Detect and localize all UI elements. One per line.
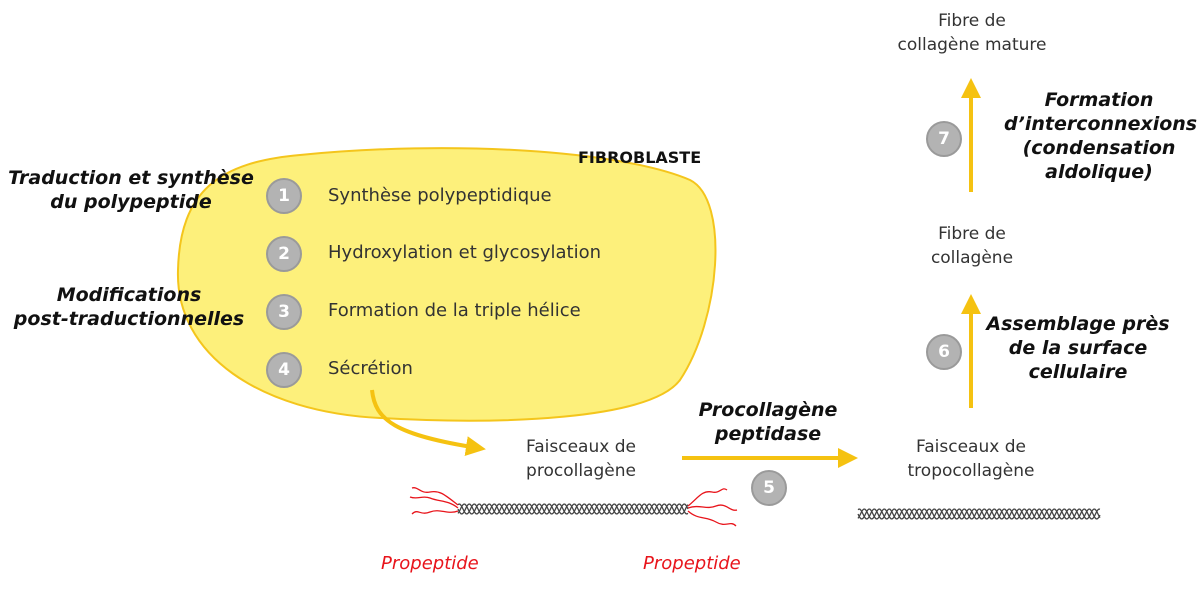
step-badge-2: 2 xyxy=(266,236,302,272)
tropocollagen-line-2: tropocollagène xyxy=(907,461,1035,481)
modifications-label-line-1: Modifications xyxy=(56,284,202,306)
assembly-label: Assemblage près de la surface cellulaire xyxy=(978,312,1178,384)
step-2-text: Hydroxylation et glycosylation xyxy=(328,242,601,263)
assembly-line-1: Assemblage près xyxy=(986,313,1170,335)
procollagen-line-1: Faisceaux de xyxy=(526,437,636,457)
propeptide-left-strands xyxy=(409,487,459,515)
procollagen-line-2: procollagène xyxy=(526,461,636,481)
translation-label-line-1: Traduction et synthèse xyxy=(8,167,254,189)
tropocollagen-helix xyxy=(857,508,1101,520)
step-badge-4: 4 xyxy=(266,352,302,388)
peptidase-label: Procollagène peptidase xyxy=(683,398,853,446)
secretion-arrow xyxy=(370,389,486,457)
crosslink-line-4: aldolique) xyxy=(1045,161,1153,183)
crosslink-line-2: d’interconnexions xyxy=(1004,113,1198,135)
collagen-fibre-label: Fibre de collagène xyxy=(892,222,1052,270)
fibroblast-label: FIBROBLASTE xyxy=(578,148,702,167)
peptidase-line-2: peptidase xyxy=(714,423,822,445)
step-badge-1: 1 xyxy=(266,178,302,214)
peptidase-line-1: Procollagène xyxy=(698,399,838,421)
tropocollagen-bundles-label: Faisceaux de tropocollagène xyxy=(886,435,1056,483)
fibre-line-2: collagène xyxy=(930,248,1014,268)
propeptide-left-label: Propeptide xyxy=(381,553,479,574)
crosslink-line-3: (condensation xyxy=(1022,137,1176,159)
mature-fibre-line-1: Fibre de xyxy=(938,11,1006,31)
crosslink-label: Formation d’interconnexions (condensatio… xyxy=(1004,88,1198,184)
procollagen-bundles-label: Faisceaux de procollagène xyxy=(496,435,666,483)
mature-fibre-label: Fibre de collagène mature xyxy=(872,9,1072,57)
step-badge-3: 3 xyxy=(266,294,302,330)
step-badge-6: 6 xyxy=(926,334,962,370)
fibre-line-1: Fibre de xyxy=(938,224,1006,244)
step-badge-5: 5 xyxy=(751,470,787,506)
modifications-label: Modifications post-traductionnelles xyxy=(4,283,254,331)
assembly-line-2: de la surface xyxy=(1008,337,1148,359)
step-4-text: Sécrétion xyxy=(328,358,413,379)
tropocollagen-line-1: Faisceaux de xyxy=(916,437,1026,457)
translation-label-line-2: du polypeptide xyxy=(50,191,212,213)
fibroblast-cell xyxy=(176,147,717,422)
modifications-label-line-2: post-traductionnelles xyxy=(13,308,245,330)
step-1-text: Synthèse polypeptidique xyxy=(328,185,552,206)
step-badge-7: 7 xyxy=(926,121,962,157)
mature-fibre-line-2: collagène mature xyxy=(897,35,1047,55)
propeptide-right-label: Propeptide xyxy=(643,553,741,574)
step-3-text: Formation de la triple hélice xyxy=(328,300,581,321)
propeptide-right-strands xyxy=(687,488,738,527)
assembly-line-3: cellulaire xyxy=(1028,361,1128,383)
translation-label: Traduction et synthèse du polypeptide xyxy=(6,166,256,214)
crosslink-line-1: Formation xyxy=(1044,89,1154,111)
procollagen-helix xyxy=(457,503,689,515)
